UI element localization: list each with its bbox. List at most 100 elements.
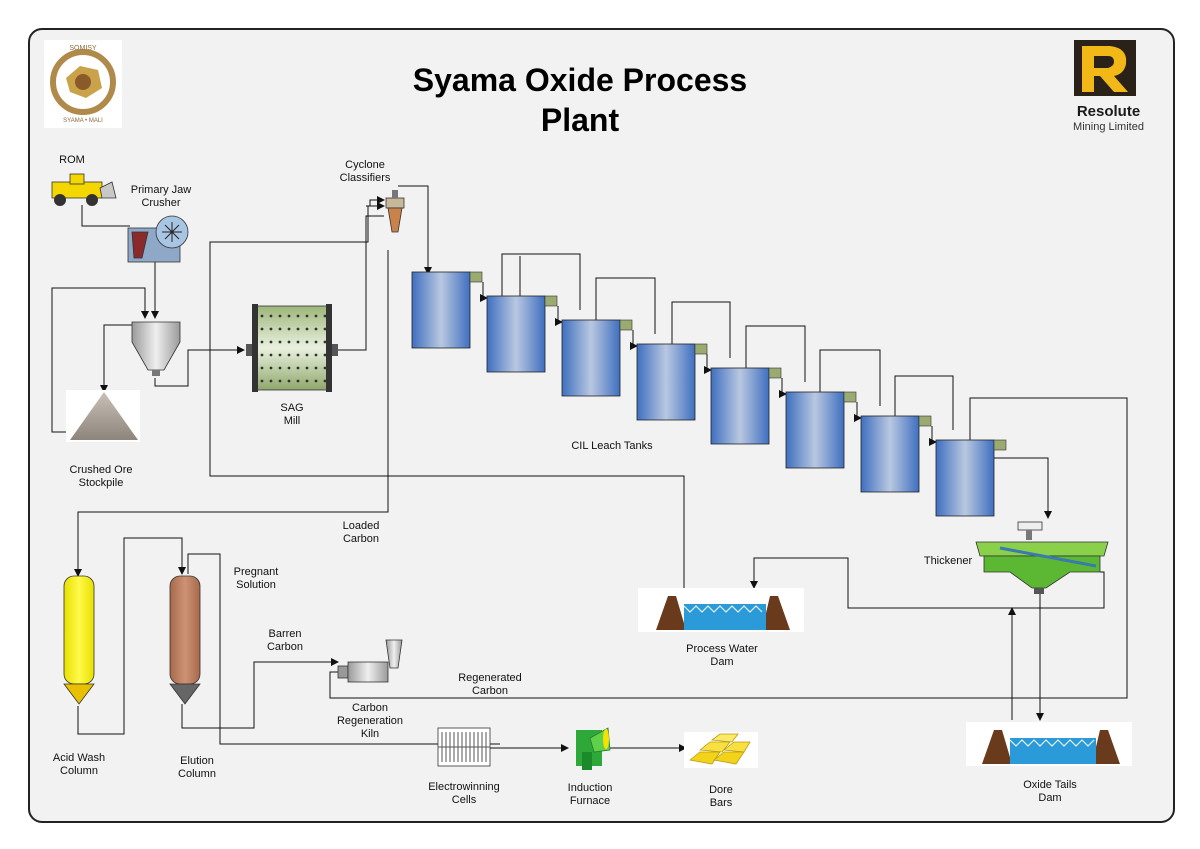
cil-tank <box>935 439 995 517</box>
label-tails-1: Oxide Tails <box>1023 779 1077 791</box>
mill-liner-dot <box>305 327 309 331</box>
somisy-logo: SOMISY SYAMA • MALI <box>44 40 122 128</box>
label-stockpile-2: Stockpile <box>78 477 124 489</box>
flow-lines <box>51 185 1128 752</box>
mill-liner-dot <box>314 379 318 383</box>
mill-liner-dot <box>269 340 273 344</box>
resolute-r-logo <box>1074 40 1136 96</box>
mill-liner-dot <box>260 379 264 383</box>
cil-tank <box>785 391 845 469</box>
cil-tank <box>636 343 696 421</box>
mill-liner-dot <box>314 353 318 357</box>
mill-liner-dot <box>287 327 291 331</box>
mill-liner-dot <box>260 314 264 318</box>
cil-tanks <box>411 271 1007 517</box>
mill-liner-dot <box>269 353 273 357</box>
label-kiln-2: Regeneration <box>336 715 404 727</box>
acid-wash-column-icon <box>63 575 95 705</box>
cil-tank-launder <box>469 271 483 283</box>
mill-liner-dot <box>305 353 309 357</box>
label-sag-mill-1: SAG <box>280 402 304 414</box>
mill-liner-dot <box>323 366 327 370</box>
cil-tank <box>486 295 546 373</box>
label-elution-1: Elution <box>180 755 214 767</box>
mill-liner-dot <box>305 314 309 318</box>
label-kiln-1: Carbon <box>351 702 389 714</box>
regeneration-kiln-icon <box>337 639 403 683</box>
resolute-logo-subtitle: Mining Limited <box>1073 121 1144 133</box>
label-jaw-crusher-2: Crusher <box>141 197 181 209</box>
label-elution-2: Column <box>178 768 216 780</box>
mill-liner-dot <box>305 340 309 344</box>
cil-tank-launder <box>768 367 782 379</box>
mill-liner-dot <box>323 379 327 383</box>
label-stockpile: Crushed Ore Stockpile <box>60 464 142 490</box>
label-barren-carbon: Barren Carbon <box>258 628 312 654</box>
label-pregnant-2: Solution <box>236 579 276 591</box>
thickener-icon <box>975 521 1109 594</box>
label-rom: ROM <box>59 154 85 166</box>
label-kiln-3: Kiln <box>360 728 380 740</box>
mill-liner-dot <box>296 340 300 344</box>
rom-loader-icon <box>51 173 117 206</box>
mill-liner-dot <box>278 353 282 357</box>
cil-tank-launder <box>918 415 932 427</box>
cil-tank-launder <box>694 343 708 355</box>
label-electrowinning-1: Electrowinning <box>428 781 500 793</box>
label-induction-2: Furnace <box>569 795 611 807</box>
mill-liner-dot <box>287 314 291 318</box>
label-stockpile-1: Crushed Ore <box>69 464 133 476</box>
label-jaw-crusher: Primary Jaw Crusher <box>126 184 196 210</box>
mill-liner-dot <box>278 327 282 331</box>
mill-liner-dot <box>278 366 282 370</box>
label-loaded-carbon-2: Carbon <box>342 533 380 545</box>
label-electrowinning-cells: Electrowinning Cells <box>420 781 508 807</box>
label-acid-wash-1: Acid Wash <box>52 752 106 764</box>
cil-tank <box>561 319 621 397</box>
feed-bin-icon <box>131 321 181 376</box>
mill-liner-dot <box>305 366 309 370</box>
mill-liner-dot <box>260 366 264 370</box>
process-water-dam-icon <box>638 588 804 632</box>
mill-liner-dot <box>296 314 300 318</box>
label-regenerated-1: Regenerated <box>458 672 522 684</box>
label-cyclone: Cyclone Classifiers <box>332 159 398 185</box>
label-thickener: Thickener <box>923 555 973 567</box>
jaw-crusher-icon <box>127 215 189 263</box>
diagram-frame <box>28 28 1175 823</box>
mill-liner-dot <box>287 379 291 383</box>
mill-liner-dot <box>296 327 300 331</box>
label-tails-2: Dam <box>1038 792 1062 804</box>
cil-tank-launder <box>993 439 1007 451</box>
label-cyclone-2: Classifiers <box>339 172 391 184</box>
mill-liner-dot <box>269 379 273 383</box>
elution-column-icon <box>169 575 201 705</box>
somisy-logo-text: SOMISY <box>69 45 97 52</box>
label-cyclone-1: Cyclone <box>345 159 385 171</box>
electrowinning-cells-icon <box>437 727 491 767</box>
mill-liner-dot <box>269 366 273 370</box>
label-cil-tanks: CIL Leach Tanks <box>571 440 653 452</box>
label-dore-bars: Dore Bars <box>698 784 744 810</box>
label-induction-furnace: Induction Furnace <box>558 782 622 808</box>
mill-liner-dot <box>296 366 300 370</box>
label-process-water-2: Dam <box>710 656 734 668</box>
cil-tank-launder <box>544 295 558 307</box>
mill-liner-dot <box>323 353 327 357</box>
cil-tank-launder <box>619 319 633 331</box>
induction-furnace-icon <box>576 727 611 770</box>
label-jaw-crusher-1: Primary Jaw <box>130 184 192 196</box>
label-sag-mill-2: Mill <box>283 415 301 427</box>
title-line-1: Syama Oxide Process <box>412 62 748 98</box>
label-process-water-1: Process Water <box>686 643 758 655</box>
label-process-water-dam: Process Water Dam <box>676 643 768 669</box>
stockpile-icon <box>66 390 140 442</box>
label-electrowinning-2: Cells <box>451 794 477 806</box>
mill-liner-dot <box>260 340 264 344</box>
mill-liner-dot <box>278 379 282 383</box>
sag-mill-icon <box>246 304 338 392</box>
label-acid-wash-2: Column <box>60 765 98 777</box>
title-line-2: Plant <box>540 102 620 138</box>
mill-liner-dot <box>314 340 318 344</box>
cil-tank <box>710 367 770 445</box>
